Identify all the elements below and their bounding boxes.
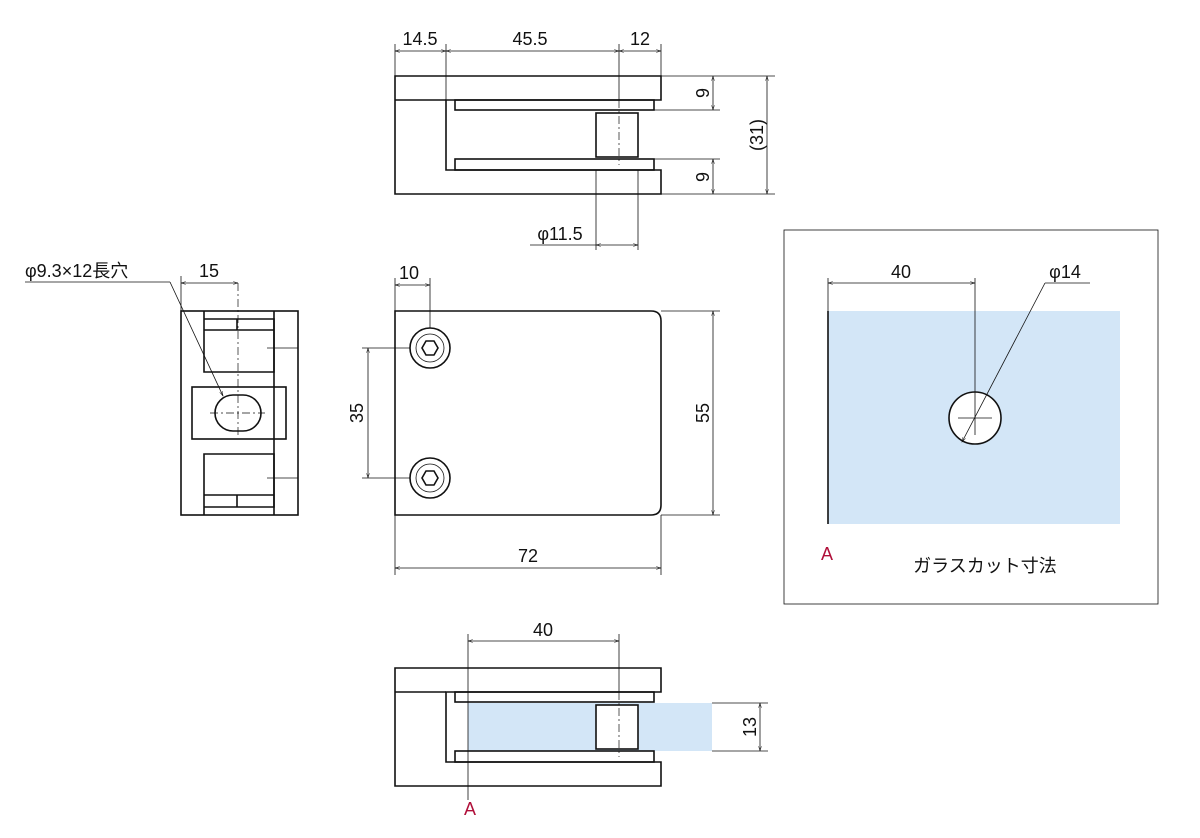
bolt-bottom [409,457,451,499]
dim-9-bottom: 9 [693,172,713,182]
glass-cut-title: ガラスカット寸法 [913,556,1057,576]
glass-section [468,703,712,751]
ref-a-bottom: A [464,799,476,819]
top-view: 14.5 45.5 12 9 9 (31) φ11.5 [394,29,775,250]
glass-cut-panel: 40 φ14 A ガラスカット寸法 [783,229,1159,605]
dim-45-5: 45.5 [512,29,547,49]
dim-55: 55 [693,403,713,423]
dim-35: 35 [347,403,367,423]
bottom-view: 40 13 A [394,620,768,819]
dim-10: 10 [399,263,419,283]
slot-label: φ9.3×12長穴 [25,261,128,281]
bolt-top [409,327,451,369]
dim-31: (31) [747,119,767,151]
dim-15: 15 [199,261,219,281]
dim-72: 72 [518,546,538,566]
side-view: 15 φ9.3×12長穴 [25,261,299,516]
dim-12: 12 [630,29,650,49]
dim-pin-dia: φ11.5 [537,224,582,244]
dim-40-glass: 40 [891,262,911,282]
dim-13: 13 [740,717,760,737]
pin [595,112,639,158]
dim-14-5: 14.5 [402,29,437,49]
dim-40-bottom: 40 [533,620,553,640]
ref-a-glass: A [821,544,833,564]
dim-9-top: 9 [693,88,713,98]
dim-hole-dia: φ14 [1049,262,1081,282]
front-view: 10 35 55 72 [347,263,720,575]
